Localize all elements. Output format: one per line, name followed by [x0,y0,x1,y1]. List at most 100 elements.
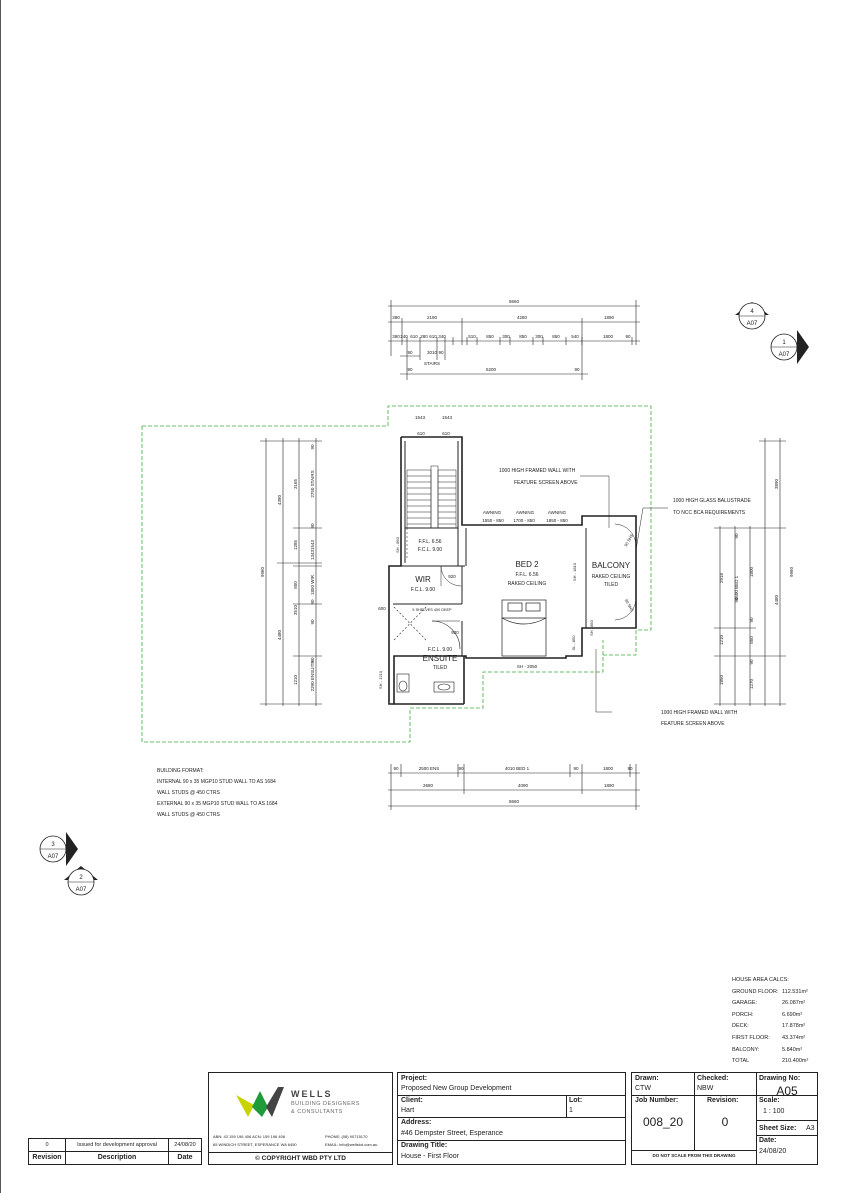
checked-label: Checked: [697,1075,729,1082]
area-label: PORCH: [732,1011,754,1018]
dim-right-c4: 4500 BED 1 [734,575,739,600]
wir-name: WIR [415,575,431,584]
project-block: Project: Proposed New Group Development … [397,1072,626,1165]
lot-label: Lot: [569,1097,583,1104]
dim-b1-2: 90 [458,766,464,771]
section-marker-3[interactable]: 3 A07 [39,832,78,866]
section-marker-2[interactable]: 2 A07 [64,866,98,896]
dim-b1-0: 90 [393,766,399,771]
dim-r2-9: 850 [519,334,527,339]
awning-3: AWNING [548,510,567,515]
dim-b1-3: 4010 BED 1 [505,766,530,771]
section-3-num: 3 [51,842,55,848]
right-dimension-lines [714,438,786,706]
dim-right-b2: 1210 [719,634,724,645]
format-line-1: BUILDING FORMAT: [157,768,204,774]
side-window-c: SL - 850 [571,635,576,651]
address-value: #46 Dempster Street, Esperance [401,1130,503,1137]
area-row: FIRST FLOOR:43.374m² [732,1033,808,1045]
dim-right-overall: 9960 [789,566,794,577]
dim-b2-2: 1890 [604,783,615,788]
dim-right-a1: 3890 [774,478,779,489]
ensuite-window: SH - 1210 [378,670,383,689]
bottom-dimension-text: 90 2500 ENS 90 4010 BED 1 90 1800 90 268… [393,766,633,804]
date-label: Date: [759,1137,777,1144]
scale-value: 1 : 100 [763,1108,785,1115]
dim-b1-6: 90 [627,766,633,771]
dim-left-a1: 4380 [277,494,282,505]
dim-left-b4: 3510 [293,604,298,615]
section-marker-4[interactable]: 4 A07 [735,302,769,330]
dim-right-a2: 4480 [774,594,779,605]
dim-right-c7: 90 [749,659,754,665]
door-swings [440,523,637,621]
dim-left-c10: 90 [310,657,315,663]
drawn-label: Drawn: [635,1075,659,1082]
dim-left-b2: 1285 [293,539,298,550]
dim-b1-4: 90 [573,766,579,771]
awning-size-2: 1700 - 850 [513,518,535,523]
drawing-no-value: A05 [776,1084,798,1098]
dim-right-c3: 90 [734,597,739,603]
job-number-value: 008_20 [642,1115,684,1129]
job-number-label: Job Number: [635,1097,679,1104]
ensuite-finish: TILED [433,665,448,671]
left-dimension-lines [260,438,322,706]
checked-value: NBW [697,1085,714,1092]
dim-r2-7: 850 [486,334,494,339]
drawing-no-label: Drawing No: [759,1075,801,1082]
revision-value: 0 [721,1115,729,1129]
revision-number: 0 [28,1138,66,1152]
side-window-b: SH - 850 [589,619,594,636]
dim-r3-2: 90 [438,350,444,355]
revision-date: 24/08/20 [168,1138,202,1152]
revision-description: Issued for development approval [65,1138,169,1152]
dim-r2-1: 240 [400,334,408,339]
drawing-info-block: Drawn: CTW Checked: NBW Drawing No: A05 … [631,1072,818,1165]
external-walls [388,436,637,705]
bed2-window: SH - 2050 [517,664,538,669]
copyright: © COPYRIGHT WBD PTY LTD [209,1152,392,1165]
bed2-name: BED 2 [515,560,539,569]
dim-left-b3: 850 [293,581,298,589]
dim-r2-12: 540 [571,334,579,339]
dim-left-c7: 90 [310,599,315,605]
section-1-sheet: A07 [779,352,790,358]
company-sub2: & CONSULTANTS [291,1109,343,1115]
company-address: 65 WINDICH STREET, ESPERANCE WA 6450 [213,1142,297,1147]
dim-r2-14: 90 [625,334,631,339]
dim-right-b3: 1850 [719,674,724,685]
area-label: DECK: [732,1023,749,1030]
dim-left-a2: 4480 [277,629,282,640]
dim-r4-2: 90 [574,367,580,372]
wir-shelves: 5 SHELVES 400 DEEP [412,608,452,612]
area-label: FIRST FLOOR: [732,1034,770,1041]
dim-left-c4: 1543 [310,539,315,550]
sheet-size-value: A3 [806,1125,815,1132]
dim-r3-1: 3010 [427,350,438,355]
revision-header: Revision [28,1151,66,1165]
dim-bottom-overall: 8660 [509,799,520,804]
note-balustrade-1: 1000 HIGH GLASS BALUSTRADE [673,498,751,504]
dim-right-c2: 1800 [749,566,754,577]
note-framed-top-2: FEATURE SCREEN ABOVE [514,480,578,486]
section-marker-1[interactable]: 1 A07 [770,330,809,364]
dim-left-c3: 90 [310,523,315,529]
company-abn: ABN: 43 159 196 406 ACN: 159 196 406 [213,1134,286,1139]
dim-left-c2: 2750 STAIRS [310,470,315,497]
awning-size-3: 1850 - 850 [546,518,568,523]
left-dimension-text: 9960 4380 4480 3165 1285 850 3510 90 275… [260,444,315,691]
area-value: 5.840m² [782,1046,803,1053]
drawing-title-label: Drawing Title: [401,1142,448,1149]
stairs-fcl: F.C.L. 9.00 [418,547,442,553]
dim-r3-0: 90 [407,350,413,355]
client-label: Client: [401,1097,423,1104]
stair-window-2: 610 [442,431,450,436]
balcony-door-a: 90 SHS [623,533,634,548]
dim-right-c6: 850 [749,636,754,644]
side-window-a: SH - 1810 [572,562,577,581]
note-framed-bottom-1: 1000 HIGH FRAMED WALL WITH [661,710,738,716]
area-value: 17.878m² [782,1023,806,1030]
dim-b2-0: 2680 [423,783,434,788]
